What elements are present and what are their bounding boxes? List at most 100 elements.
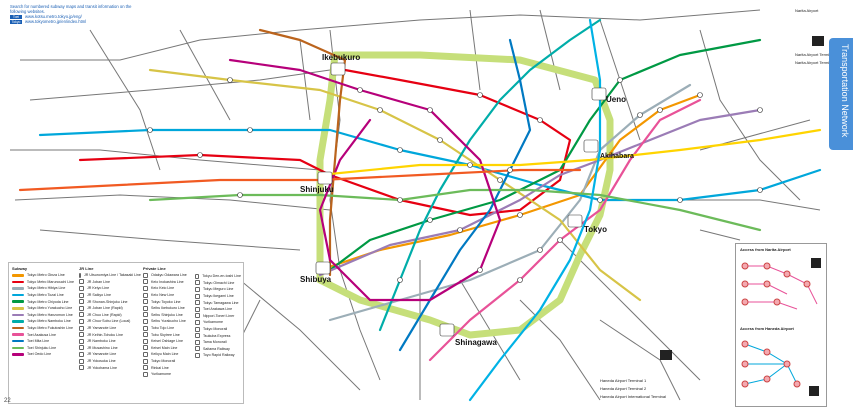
hub-label-shibuya: Shibuya	[300, 275, 332, 284]
legend-item: Seibu Shinjuku Line	[143, 312, 193, 319]
haneda-t2-label: Haneda Airport Terminal 2	[600, 386, 647, 391]
legend-item: JR Joban Line	[79, 279, 139, 286]
legend-item-label: Toei Asakusa Line	[27, 332, 56, 337]
legend-item-label: JR Yokohama Line	[87, 365, 117, 370]
legend-item-label: Rinkai Line	[151, 365, 169, 370]
legend-item: Keio Keio Line	[143, 285, 193, 292]
airport-access-panel: Access from Narita Airport Access from H…	[735, 243, 827, 407]
line-badge-icon	[195, 293, 200, 299]
hibiya-line	[328, 83, 692, 322]
legend-item-label: Tokyo Metro Ginza Line	[27, 273, 65, 278]
toei-subway-chip: Toei Subway	[10, 14, 22, 23]
line-badge-icon	[79, 358, 84, 364]
line-badge-icon	[195, 286, 200, 292]
legend-item: JR Shonan-Shinjuku Line	[79, 298, 139, 305]
legend-item-label: JR Yokosuka Line	[87, 359, 116, 364]
legend-item-label: JR Joban Line	[87, 279, 110, 284]
line-color-swatch	[12, 313, 24, 317]
legend-item-label: Toei Shinjuku Line	[27, 345, 57, 350]
legend-item-label: Tsukuba Express	[203, 333, 231, 338]
legend-item-label: Toei Mita Line	[27, 339, 50, 344]
legend-item: Toei Asakusa Line	[12, 331, 74, 338]
legend-item: JR Yamanote Line	[79, 351, 139, 358]
airport-icon	[812, 36, 824, 46]
legend-item-label: Tokyo Metro Marunouchi Line	[26, 279, 74, 284]
line-badge-icon	[79, 272, 81, 278]
line-badge-icon	[143, 305, 148, 311]
legend-item-label: Tokyu Meguro Line	[203, 287, 234, 292]
jr-sobu-line	[318, 128, 822, 177]
search-info-text: Search for numbered subway maps and tran…	[10, 4, 132, 14]
line-badge-icon	[79, 338, 84, 344]
legend-item-label: Seibu Shinjuku Line	[151, 312, 183, 317]
legend-item: Tokyu Oimachi Line	[195, 280, 241, 287]
legend-item-label: Tama Monorail	[203, 340, 227, 345]
line-badge-icon	[195, 326, 200, 332]
legend-item-label: Keio Keio Line	[151, 286, 175, 291]
hub-label-shinjuku: Shinjuku	[300, 185, 334, 194]
fukutoshin-line	[258, 28, 347, 277]
legend-item-label: Tobu Tojo Line	[151, 326, 175, 331]
legend-item: Tokyo Metro Hibiya Line	[12, 285, 74, 292]
line-badge-icon	[79, 318, 84, 324]
legend-item: JR Keiyo Line	[79, 285, 139, 292]
legend-item-label: Keio Inokashira Line	[151, 279, 184, 284]
legend-item: JR Yamanote Line	[79, 325, 139, 332]
legend-item-label: Tokyu Toyoko Line	[151, 299, 181, 304]
legend-item-label: JR Keihin-Tohoku Line	[87, 332, 123, 337]
line-color-swatch	[12, 274, 24, 277]
legend-item: Tokyo Metro Yurakucho Line	[12, 305, 74, 312]
line-badge-icon	[143, 325, 148, 331]
haneda-airport-icon	[660, 350, 672, 360]
line-badge-icon	[79, 365, 84, 371]
tokyo-metro-chip: Tokyo Metro	[10, 19, 22, 28]
legend-item: Tobu Skytree Line	[143, 331, 193, 338]
legend-item: JR Namboku Line	[79, 338, 139, 345]
legend-item-label: Seibu Yurakucho Line	[151, 319, 186, 324]
line-badge-icon	[195, 339, 200, 345]
legend-item-label: JR Chuo·Sobu Line (Local)	[87, 319, 131, 324]
legend-item-label: Tokyu Oimachi Line	[203, 280, 235, 285]
legend-item: Yurikamome	[195, 319, 241, 326]
legend-item: Seibu Yurakucho Line	[143, 318, 193, 325]
line-badge-icon	[195, 346, 200, 352]
legend-item-label: Tokyo Monorail	[151, 359, 176, 364]
legend-item: Tsukuba Express	[195, 332, 241, 339]
line-badge-icon	[143, 338, 148, 344]
line-color-swatch	[12, 346, 24, 350]
side-section-tab[interactable]: Transportation Network	[829, 0, 853, 410]
legend-item-label: JR Saikyo Line	[87, 293, 111, 298]
toei-url-link[interactable]: www.kotsu.metro.tokyo.jp/eng/	[25, 14, 82, 19]
legend-item: Tokyu Ikegami Line	[195, 293, 241, 300]
line-color-swatch	[12, 353, 24, 356]
legend-item-label: JR Yamanote Line	[87, 326, 117, 331]
line-badge-icon	[79, 351, 84, 357]
legend-item-label: Tokyo Metro Chiyoda Line	[27, 299, 69, 304]
line-badge-icon	[143, 299, 148, 305]
metro-url-link[interactable]: www.tokyometro.jp/en/index.html	[25, 19, 87, 24]
legend-item: Tokyo Metro Ginza Line	[12, 272, 74, 279]
line-color-swatch	[12, 300, 24, 303]
legend-item: Toyo Rapid Railway	[195, 352, 241, 359]
line-color-swatch	[12, 339, 24, 343]
legend-item-label: Tokyu Den-en-toshi Line	[202, 274, 241, 279]
legend-item: Tokyu Meguro Line	[195, 286, 241, 293]
narita-access-title: Access from Narita Airport	[740, 247, 791, 252]
legend-item-label: Tokyo Metro Yurakucho Line	[27, 306, 73, 311]
legend-item: Tokyo Metro Namboku Line	[12, 318, 74, 325]
legend-item-label: JR Joban Line (Rapid)	[87, 306, 123, 311]
line-color-swatch	[12, 326, 24, 330]
line-color-swatch	[12, 333, 24, 336]
legend-item: Tokyo Metro Marunouchi Line	[12, 279, 74, 286]
legend-item-label: Tokyo Metro Hibiya Line	[27, 286, 66, 291]
legend-item: Toei Oedo Line	[12, 351, 74, 358]
legend-item-label: Keikyu Main Line	[151, 352, 179, 357]
line-badge-icon	[195, 333, 200, 339]
legend-item-label: JR Shonan-Shinjuku Line	[87, 299, 128, 304]
line-badge-icon	[79, 305, 84, 311]
legend-item-label: Toei Arakawa Line	[203, 307, 233, 312]
legend-item: JR Chuo·Sobu Line (Local)	[79, 318, 139, 325]
legend-item-label: Saitama Railway	[203, 346, 230, 351]
